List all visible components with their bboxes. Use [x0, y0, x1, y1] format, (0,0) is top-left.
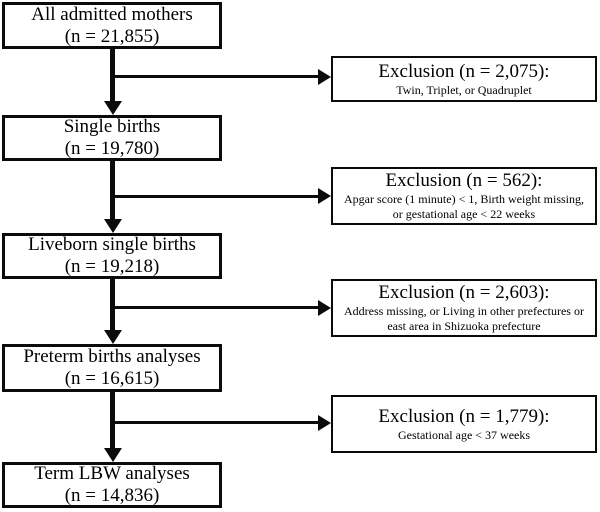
- exclusion-title: Exclusion (n = 2,075):: [378, 60, 550, 82]
- arrow-down-icon: [104, 330, 122, 344]
- exclusion-title: Exclusion (n = 2,603):: [378, 282, 550, 303]
- exclusion-box-address-residence: Exclusion (n = 2,603): Address missing, …: [331, 279, 597, 337]
- flow-box-label: All admitted mothers: [31, 3, 193, 25]
- flow-box-label: Preterm births analyses: [23, 346, 201, 367]
- exclusion-detail: east area in Shizuoka prefecture: [387, 319, 541, 333]
- flow-box-single-births: Single births (n = 19,780): [2, 115, 222, 161]
- branch-line-2: [112, 195, 319, 198]
- arrow-right-icon: [318, 188, 331, 204]
- exclusion-detail: Address missing, or Living in other pref…: [344, 304, 584, 318]
- exclusion-box-gestational-age: Exclusion (n = 1,779): Gestational age <…: [331, 395, 597, 453]
- arrow-down-icon: [104, 219, 122, 233]
- exclusion-box-apgar-birthweight-gestation: Exclusion (n = 562): Apgar score (1 minu…: [331, 167, 597, 225]
- flow-box-count: (n = 19,780): [64, 138, 160, 159]
- arrow-right-icon: [318, 300, 331, 316]
- exclusion-detail: Gestational age < 37 weeks: [397, 427, 531, 442]
- exclusion-detail: or gestational age < 22 weeks: [392, 207, 536, 221]
- arrow-right-icon: [318, 415, 331, 431]
- flow-box-label: Liveborn single births: [28, 234, 196, 255]
- arrow-down-icon: [104, 101, 122, 115]
- flow-box-all-admitted-mothers: All admitted mothers (n = 21,855): [2, 2, 222, 49]
- exclusion-detail: Apgar score (1 minute) < 1, Birth weight…: [343, 192, 585, 206]
- connector-line-4: [110, 392, 115, 449]
- flow-box-liveborn-single-births: Liveborn single births (n = 19,218): [2, 233, 222, 279]
- connector-line-2: [110, 161, 115, 220]
- arrow-down-icon: [104, 448, 122, 462]
- flow-box-count: (n = 21,855): [64, 25, 160, 47]
- flow-box-label: Single births: [63, 116, 161, 137]
- exclusion-box-multiples: Exclusion (n = 2,075): Twin, Triplet, or…: [331, 56, 597, 102]
- branch-line-1: [112, 75, 319, 78]
- exclusion-title: Exclusion (n = 1,779):: [378, 405, 550, 427]
- flow-box-count: (n = 14,836): [64, 485, 160, 506]
- arrow-right-icon: [318, 69, 331, 85]
- flow-box-preterm-births-analyses: Preterm births analyses (n = 16,615): [2, 344, 222, 392]
- flow-box-count: (n = 16,615): [64, 368, 160, 389]
- flow-box-term-lbw-analyses: Term LBW analyses (n = 14,836): [2, 462, 222, 508]
- connector-line-3: [110, 279, 115, 331]
- flow-box-count: (n = 19,218): [64, 256, 160, 277]
- flow-box-label: Term LBW analyses: [34, 463, 190, 484]
- branch-line-4: [112, 421, 319, 424]
- exclusion-detail: Twin, Triplet, or Quadruplet: [396, 82, 532, 97]
- exclusion-title: Exclusion (n = 562):: [385, 170, 543, 191]
- branch-line-3: [112, 306, 319, 309]
